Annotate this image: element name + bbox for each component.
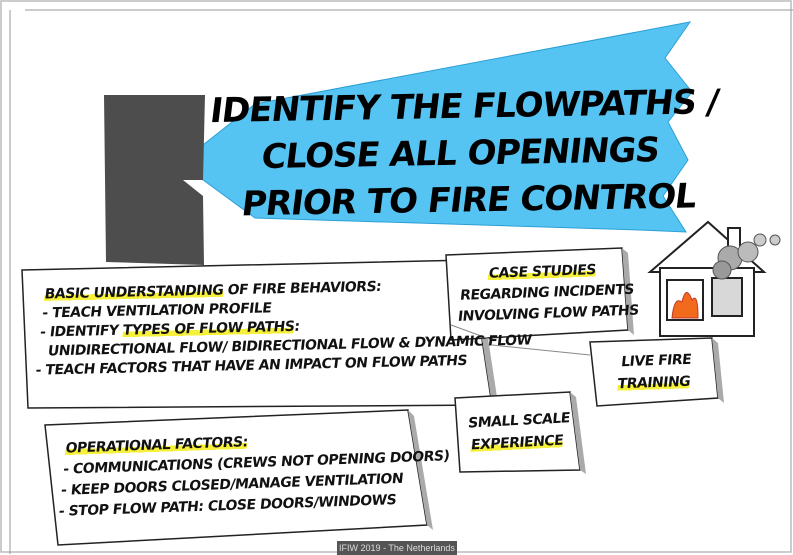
operational-factors-text: OPERATIONAL FACTORS: - COMMUNICATIONS (C… [58,425,453,523]
flow-arrow-shape [179,21,693,233]
basic-item-2-highlight: TYPES OF FLOW PATHS [121,318,296,339]
basic-heading-rest: OF FIRE BEHAVIORS: [222,278,383,299]
case-box-shadow [622,248,634,335]
operational-box-shadow [408,410,433,530]
live-fire-line-2: TRAINING [598,370,710,396]
title-line-3: PRIOR TO FIRE CONTROL [239,176,699,225]
door-shape [104,95,205,265]
live-fire-text: LIVE FIRE TRAINING [598,348,713,396]
case-heading-highlight: CASE STUDIES [487,262,597,282]
slide-title: IDENTIFY THE FLOWPATHS / CLOSE ALL OPENI… [196,80,721,229]
small-scale-line-2-highlight: EXPERIENCE [470,432,564,454]
title-line-1: IDENTIFY THE FLOWPATHS / [207,82,721,132]
basic-item-2-prefix: - IDENTIFY [39,322,124,341]
footer-label: IFIW 2019 - The Netherlands [337,541,457,555]
basic-heading-highlight: BASIC UNDERSTANDING [43,282,225,303]
connector-line-1 [491,344,591,356]
basic-item-2-suffix: : [293,318,301,335]
title-line-2: CLOSE ALL OPENINGS [259,130,662,178]
live-fire-box-shadow [712,338,724,403]
small-scale-text: SMALL SCALE EXPERIENCE [460,407,576,457]
burning-house-icon [647,220,781,337]
case-studies-text: CASE STUDIES REGARDING INCIDENTS INVOLVI… [457,259,639,328]
small-scale-box-shadow [570,392,586,474]
live-fire-line-2-highlight: TRAINING [616,373,691,393]
connector-line-2 [450,324,493,341]
